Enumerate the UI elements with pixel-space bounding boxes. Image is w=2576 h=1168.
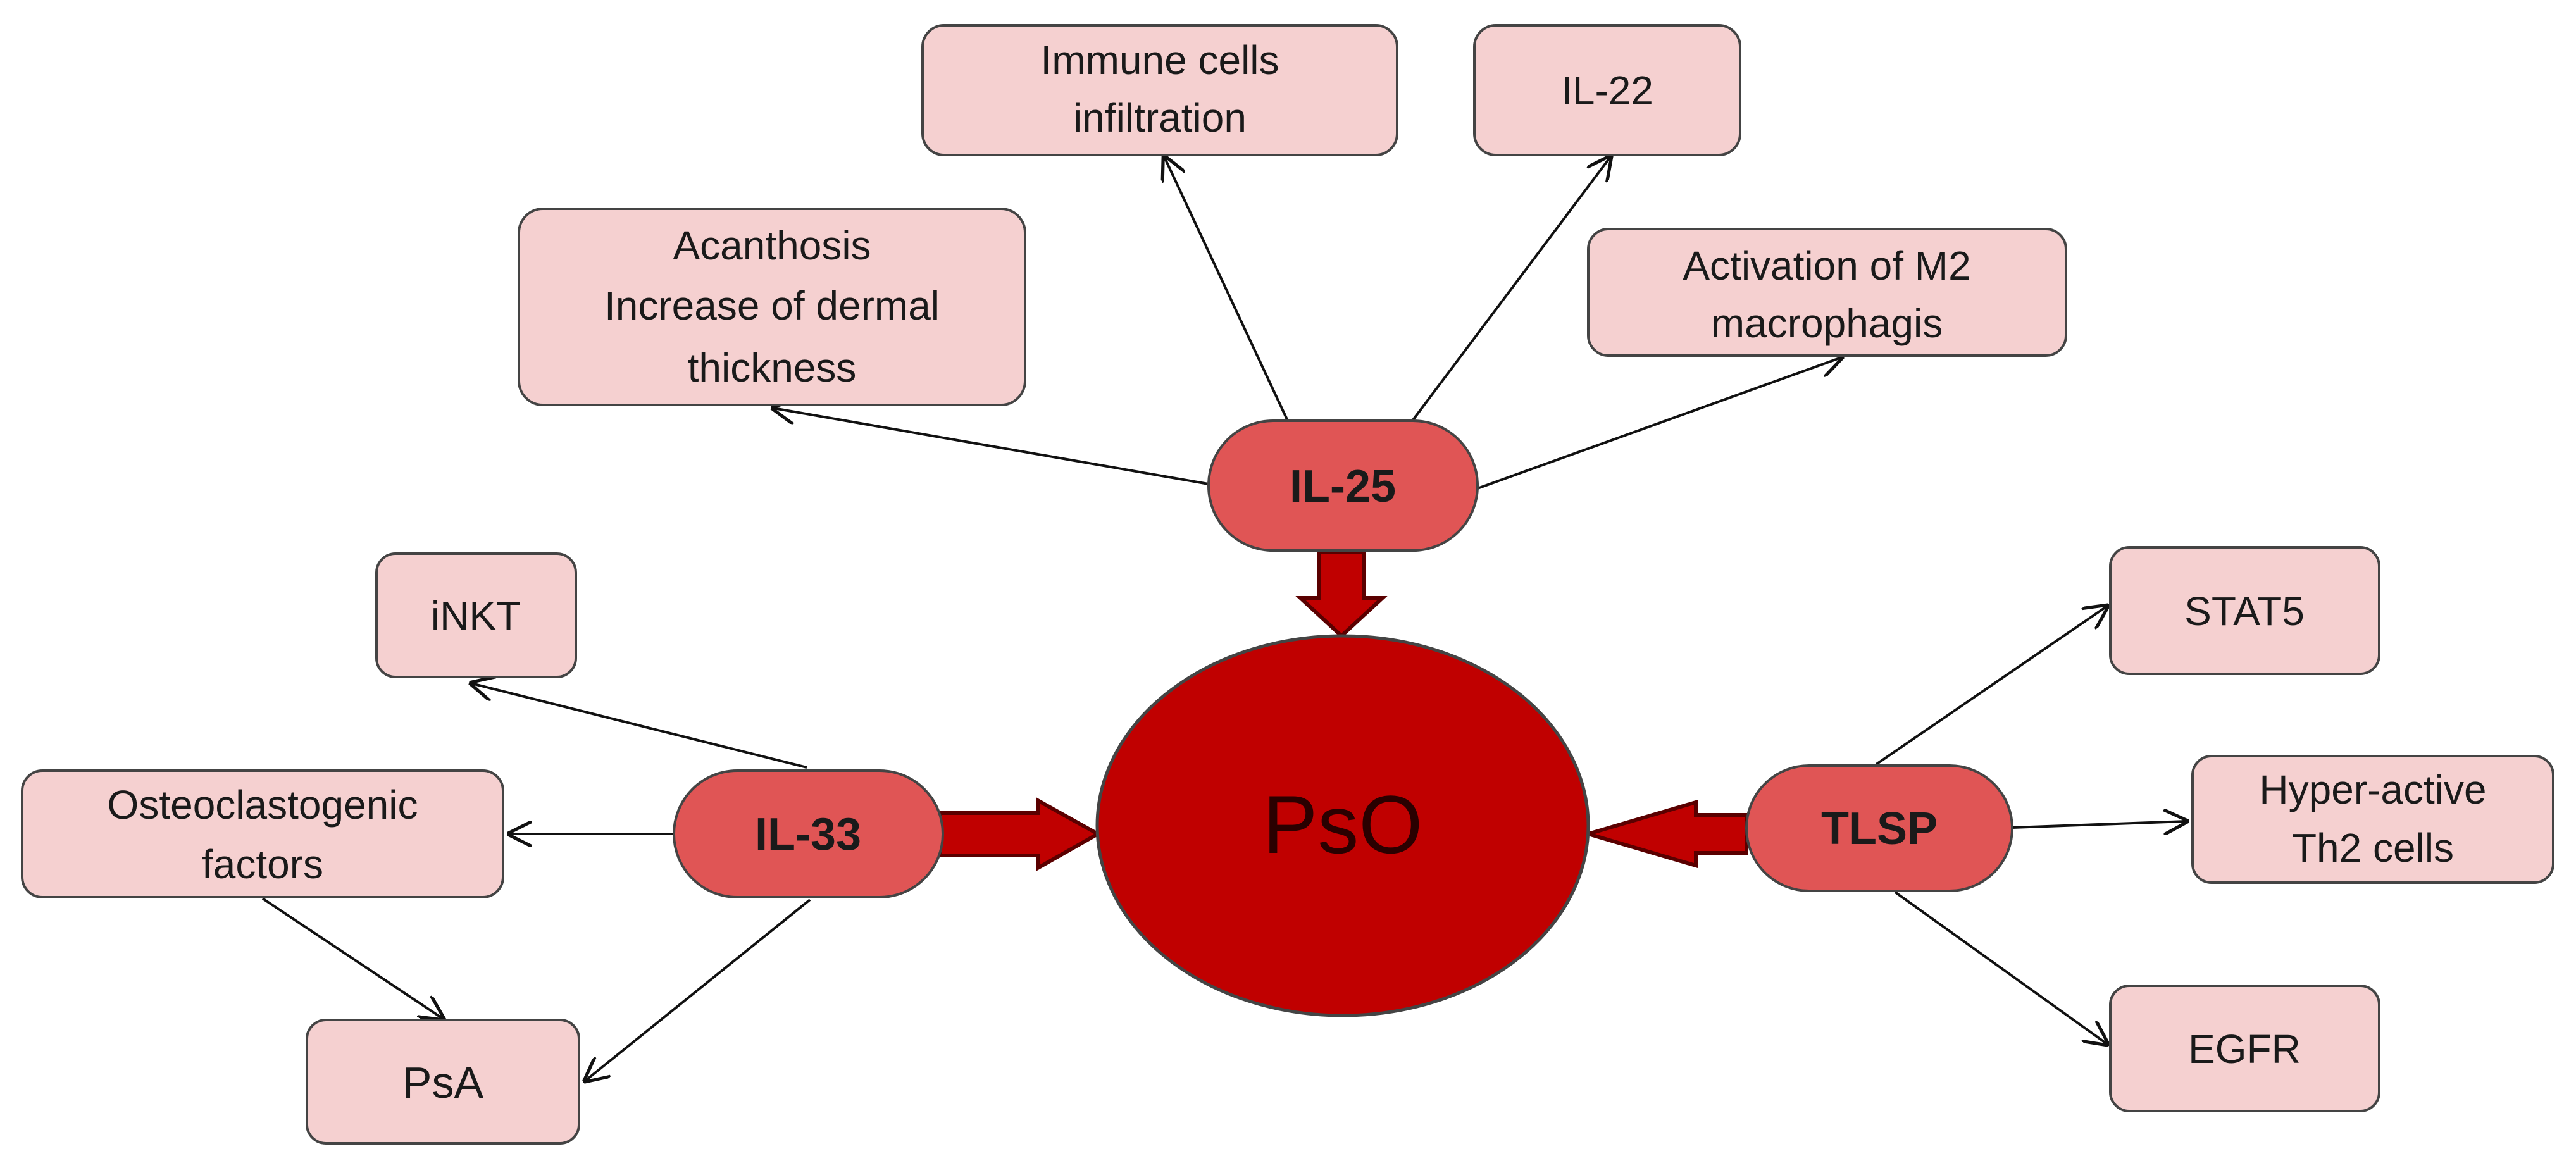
- box-stat5: STAT5: [2109, 546, 2380, 675]
- box-osteo: Osteoclastogenic factors: [21, 769, 504, 898]
- box-th2: Hyper-active Th2 cells: [2191, 755, 2554, 884]
- connector-arrows: [261, 157, 2186, 1081]
- arrow-tlsp-to-th2: [2012, 821, 2186, 828]
- arrow-il25-to-immune-cells: [1164, 157, 1289, 421]
- node-il33-label: IL-33: [755, 809, 861, 860]
- box-m2-line-2: macrophagis: [1711, 301, 1943, 346]
- arrow-tlsp-to-egfr: [1894, 891, 2107, 1044]
- box-m2: Activation of M2 macrophagis: [1587, 228, 2067, 357]
- center-pso: PsO: [1095, 634, 1590, 1017]
- box-th2-line-2: Th2 cells: [2292, 825, 2454, 871]
- box-immune-cells-line-1: Immune cells: [1041, 37, 1279, 83]
- box-acanthosis-line-1: Acanthosis: [673, 223, 871, 268]
- box-psa-line-1: PsA: [402, 1058, 484, 1107]
- box-osteo-line-1: Osteoclastogenic: [108, 782, 418, 828]
- arrow-il33-to-inkt: [471, 683, 807, 769]
- block-arrows: [938, 550, 1748, 872]
- box-il22: IL-22: [1473, 24, 1741, 156]
- arrow-il33-to-psa: [585, 898, 811, 1081]
- arrow-il25-to-il22: [1411, 157, 1610, 422]
- block-arrow-tlsp-to-pso: [1581, 799, 1748, 869]
- box-il22-line-1: IL-22: [1561, 68, 1653, 113]
- node-il25-label: IL-25: [1290, 461, 1396, 512]
- arrow-il25-to-m2: [1477, 357, 1841, 490]
- box-th2-line-1: Hyper-active: [2259, 767, 2486, 812]
- box-immune-cells-line-2: infiltration: [1073, 95, 1247, 140]
- box-acanthosis: Acanthosis Increase of dermal thickness: [518, 208, 1026, 406]
- node-il33: IL-33: [673, 769, 944, 898]
- arrow-tlsp-to-stat5: [1875, 606, 2107, 766]
- box-osteo-line-2: factors: [202, 842, 323, 887]
- box-inkt: iNKT: [375, 552, 577, 678]
- arrow-osteo-to-psa: [261, 897, 443, 1019]
- box-egfr: EGFR: [2109, 985, 2380, 1112]
- block-arrow-il33-to-pso: [938, 797, 1102, 872]
- box-inkt-line-1: iNKT: [431, 593, 521, 638]
- block-arrow-il25-to-pso: [1295, 550, 1388, 639]
- node-tlsp-label: TLSP: [1821, 804, 1938, 854]
- node-tlsp: TLSP: [1745, 764, 2013, 892]
- box-stat5-line-1: STAT5: [2184, 588, 2305, 634]
- box-psa: PsA: [306, 1019, 580, 1145]
- box-acanthosis-line-3: thickness: [688, 345, 857, 390]
- box-egfr-line-1: EGFR: [2188, 1026, 2301, 1072]
- effect-boxes: Acanthosis Increase of dermal thickness …: [21, 24, 2554, 1145]
- node-il25: IL-25: [1207, 419, 1479, 552]
- arrow-il25-to-acanthosis: [773, 408, 1209, 485]
- center-pso-label: PsO: [1263, 778, 1423, 871]
- box-m2-line-1: Activation of M2: [1683, 243, 1970, 289]
- box-acanthosis-line-2: Increase of dermal: [604, 283, 940, 328]
- box-immune-cells: Immune cells infiltration: [921, 24, 1398, 156]
- cytokine-nodes: IL-25 IL-33 TLSP: [673, 419, 2013, 898]
